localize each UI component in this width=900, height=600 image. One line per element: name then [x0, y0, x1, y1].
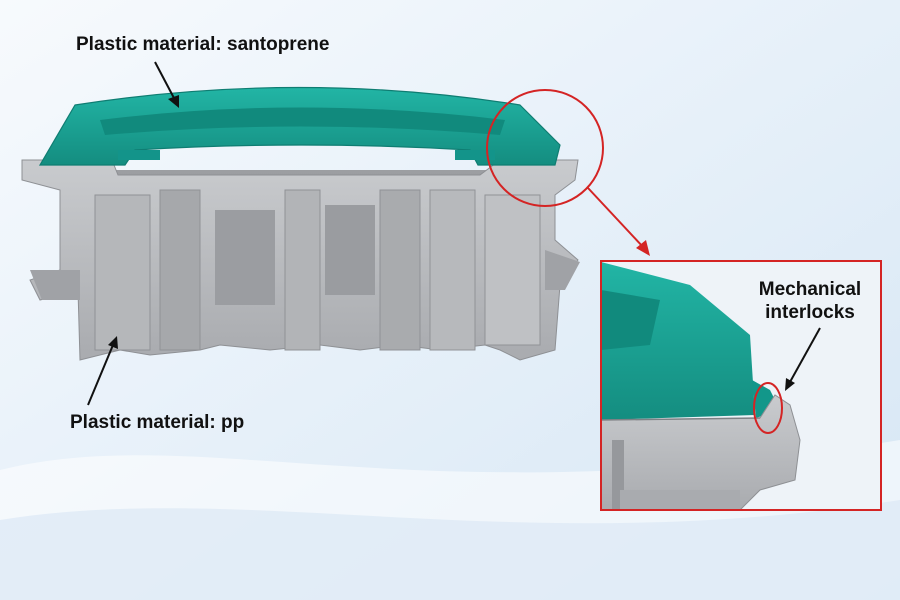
pp-leg [94, 194, 151, 351]
pp-leg [484, 194, 541, 346]
pp-leg [284, 189, 321, 351]
santoprene-ring-groove [100, 107, 505, 135]
label-mechanical-interlocks: Mechanical interlocks [735, 278, 885, 324]
pp-leg [159, 189, 201, 351]
pointer-interlock-head [785, 378, 795, 391]
zoom-inset-frame [600, 260, 882, 511]
pointer-santoprene-line [154, 61, 176, 101]
callout-circle [486, 89, 604, 207]
label-mechanical-interlocks-line1: Mechanical [758, 279, 862, 300]
zoom-santoprene-groove [601, 290, 660, 350]
zoom-pp-body [601, 394, 801, 510]
pp-hook [545, 250, 580, 290]
zoom-inset [600, 260, 882, 511]
zoom-pp-edge [601, 417, 761, 421]
pointer-pp-line [87, 344, 114, 406]
label-pp: Plastic material: pp [70, 412, 245, 433]
zoom-pp-step [620, 490, 740, 510]
santoprene-ring-lip [455, 150, 495, 160]
santoprene-ring-lip [118, 150, 160, 160]
cap-part [21, 86, 604, 361]
pp-leg [379, 189, 421, 351]
label-santoprene: Plastic material: santoprene [76, 34, 330, 55]
pp-leg [429, 189, 476, 351]
background-wave [0, 500, 900, 600]
callout-arrow-head [636, 240, 650, 256]
pp-hook [30, 270, 80, 300]
pointer-santoprene-head [168, 95, 179, 108]
pp-slot [215, 210, 275, 305]
pointer-interlock-line [789, 327, 821, 383]
callout-arrow-line [587, 187, 645, 249]
label-mechanical-interlocks-line2: interlocks [765, 302, 855, 323]
pp-slot [325, 205, 375, 295]
interlock-callout-ellipse [753, 382, 783, 434]
pointers [87, 61, 821, 406]
pointer-pp-head [108, 336, 118, 349]
